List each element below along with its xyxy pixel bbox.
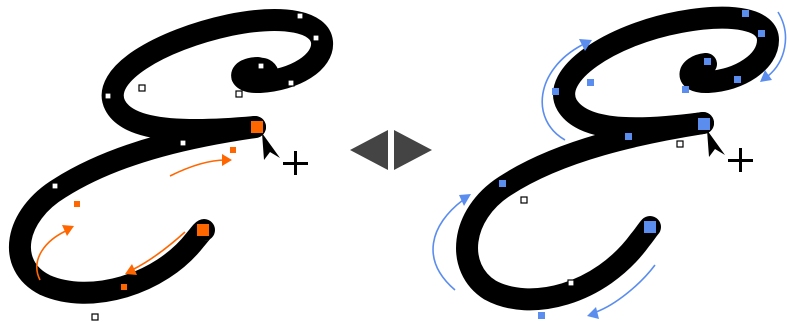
selected-node[interactable]	[552, 88, 559, 95]
selected-node[interactable]	[230, 147, 236, 153]
selected-node[interactable]	[587, 79, 594, 86]
left-panel	[20, 13, 322, 320]
letter-e-upper-stroke	[113, 20, 322, 130]
selected-node[interactable]	[698, 118, 710, 130]
left-right-triangles-icon	[350, 130, 432, 170]
right-panel	[433, 10, 785, 319]
orange-arrow	[170, 154, 232, 176]
arrow-cursor-icon	[707, 130, 725, 157]
selected-node[interactable]	[499, 180, 506, 187]
selected-node[interactable]	[625, 133, 632, 140]
path-node[interactable]	[52, 183, 58, 189]
path-node[interactable]	[568, 280, 574, 286]
selected-node[interactable]	[538, 312, 545, 319]
letter-e-lower-stroke	[467, 123, 703, 299]
path-node[interactable]	[258, 63, 264, 69]
path-node[interactable]	[180, 140, 186, 146]
arrow-cursor-icon	[262, 133, 280, 160]
path-node[interactable]	[139, 85, 145, 91]
selected-node[interactable]	[682, 86, 689, 93]
selected-node[interactable]	[121, 284, 127, 290]
crosshair-icon	[283, 151, 308, 175]
path-node[interactable]	[677, 141, 683, 147]
selected-node[interactable]	[251, 121, 263, 133]
selected-node[interactable]	[197, 224, 209, 236]
selected-node[interactable]	[704, 58, 711, 65]
path-node[interactable]	[297, 13, 303, 19]
selected-node[interactable]	[644, 221, 656, 233]
path-node[interactable]	[92, 314, 98, 320]
letter-e-upper-stroke	[564, 18, 768, 129]
selected-node[interactable]	[758, 30, 765, 37]
crosshair-icon	[728, 148, 753, 172]
path-node[interactable]	[105, 93, 111, 99]
selected-node[interactable]	[734, 76, 741, 83]
selected-node[interactable]	[74, 201, 80, 207]
path-node[interactable]	[313, 35, 319, 41]
path-node[interactable]	[236, 91, 242, 97]
path-node[interactable]	[288, 80, 294, 86]
path-node[interactable]	[521, 197, 527, 203]
selected-node[interactable]	[742, 10, 749, 17]
